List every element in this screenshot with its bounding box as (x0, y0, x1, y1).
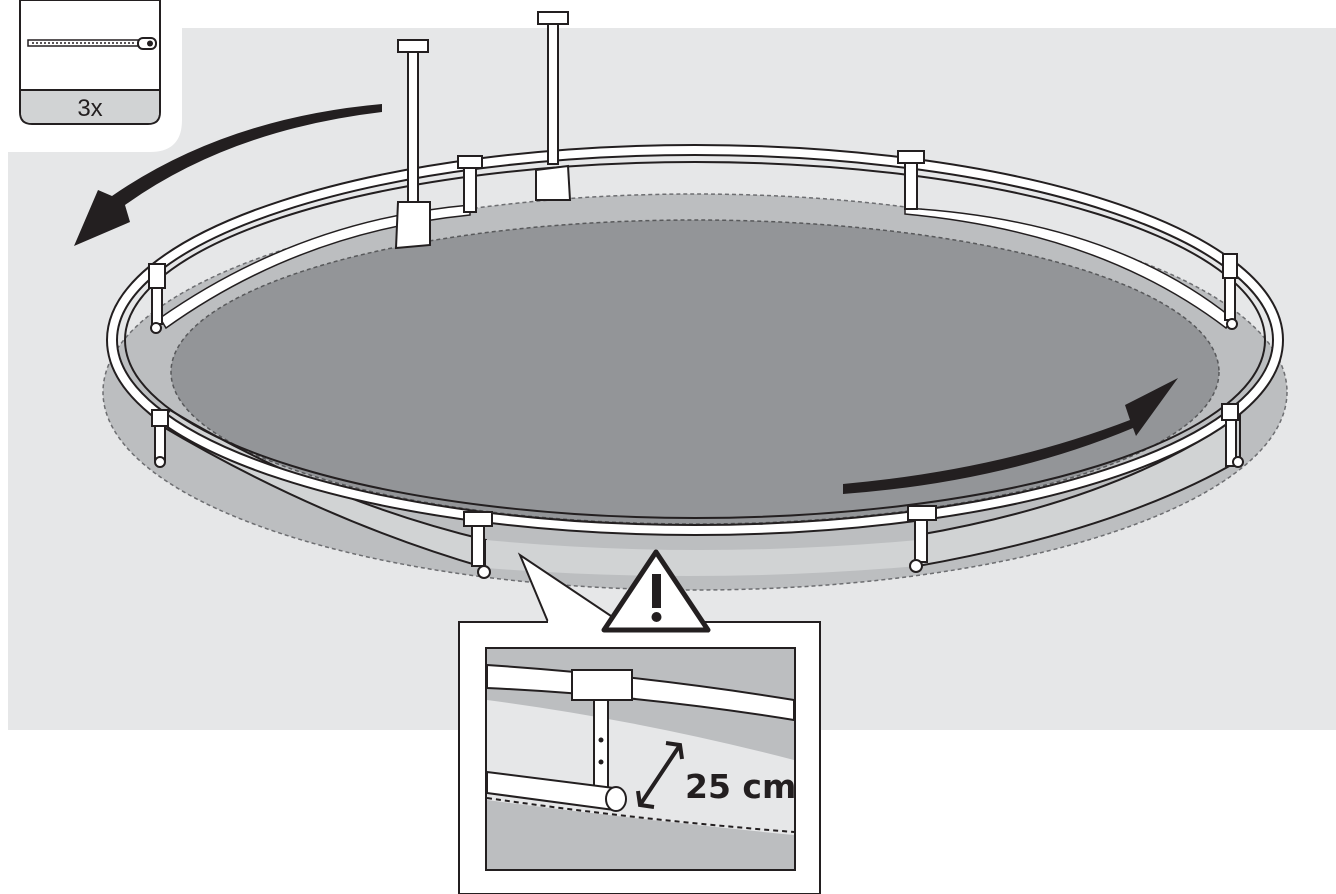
quantity-label: 3x (77, 95, 102, 122)
measurement-arrow (636, 741, 684, 809)
spade-tools (394, 11, 572, 250)
back-frame-shadow (158, 204, 471, 330)
measurement-label: 25 cm (685, 767, 796, 806)
callout-detail-view (485, 647, 796, 871)
leg-connectors (148, 150, 1244, 579)
parts-box: 3x (19, 0, 161, 125)
warning-triangle-icon (601, 549, 711, 633)
measuring-tape-icon (27, 37, 157, 50)
trampoline-mat (170, 219, 1220, 525)
rotate-arrow-right (843, 378, 1178, 494)
rotate-arrow-left (74, 104, 382, 246)
